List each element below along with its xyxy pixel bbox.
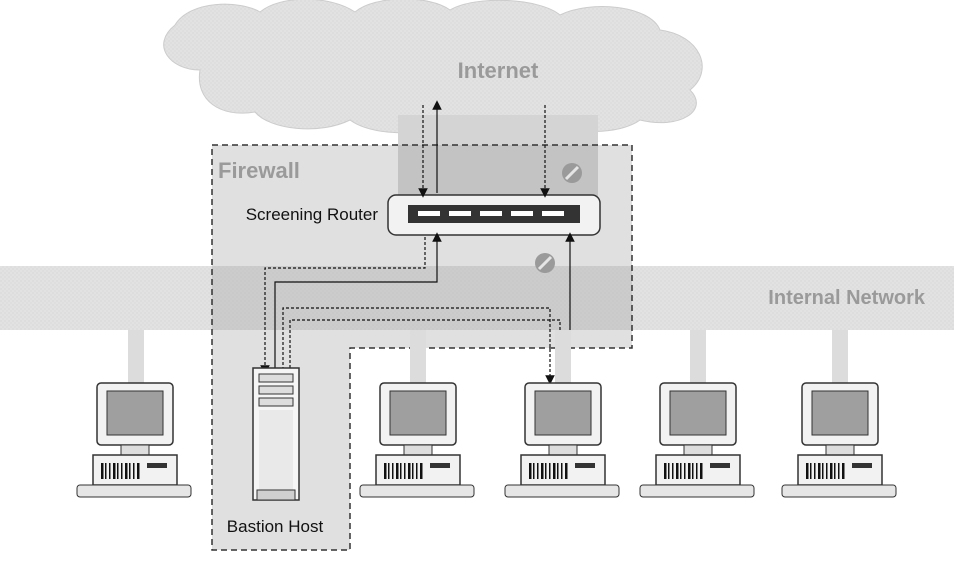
workstation-computer xyxy=(359,382,475,498)
internet-cloud xyxy=(163,0,703,135)
no-entry-icon xyxy=(535,253,555,273)
traffic-arrows-internal xyxy=(260,232,575,385)
workstation-computer xyxy=(781,382,897,498)
screening-router-label: Screening Router xyxy=(246,205,379,224)
workstations xyxy=(76,382,897,498)
internal-network-label: Internal Network xyxy=(768,287,926,309)
no-entry-icon xyxy=(562,163,582,183)
screening-router xyxy=(387,194,601,236)
internal-network-band xyxy=(0,266,954,330)
workstation-computer xyxy=(639,382,755,498)
internet-label: Internet xyxy=(458,58,539,83)
bastion-host-server xyxy=(252,367,300,501)
workstation-computer xyxy=(76,382,192,498)
firewall-label: Firewall xyxy=(218,158,300,183)
bastion-host-label: Bastion Host xyxy=(227,517,324,536)
workstation-computer xyxy=(504,382,620,498)
network-drops xyxy=(128,330,848,385)
traffic-arrows-internet xyxy=(418,100,550,198)
